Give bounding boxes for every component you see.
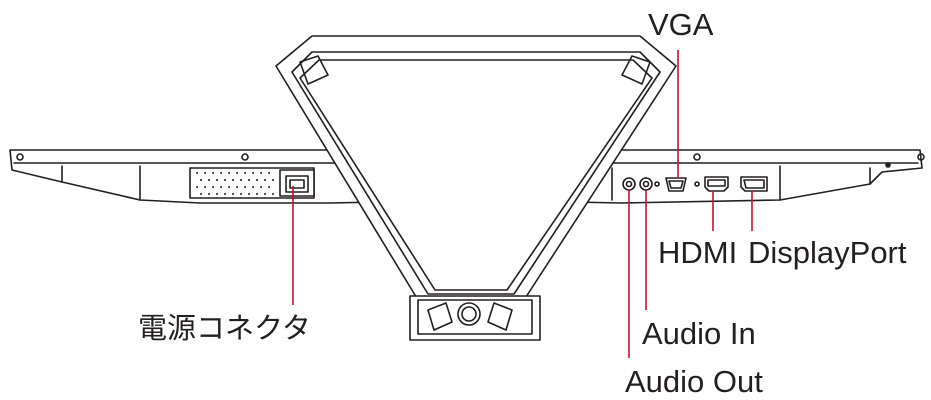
power-connector — [279, 169, 315, 197]
vga-label: VGA — [648, 7, 714, 42]
displayport-label: DisplayPort — [748, 235, 907, 270]
audio-out-label: Audio Out — [625, 364, 763, 399]
stand-base — [275, 35, 677, 341]
hdmi-callout-line — [709, 191, 729, 228]
audio-in-label: Audio In — [642, 316, 756, 351]
port-panel — [611, 167, 768, 201]
power-connector-label: 電源コネクタ — [138, 311, 311, 345]
hdmi-label: HDMI — [658, 235, 738, 270]
